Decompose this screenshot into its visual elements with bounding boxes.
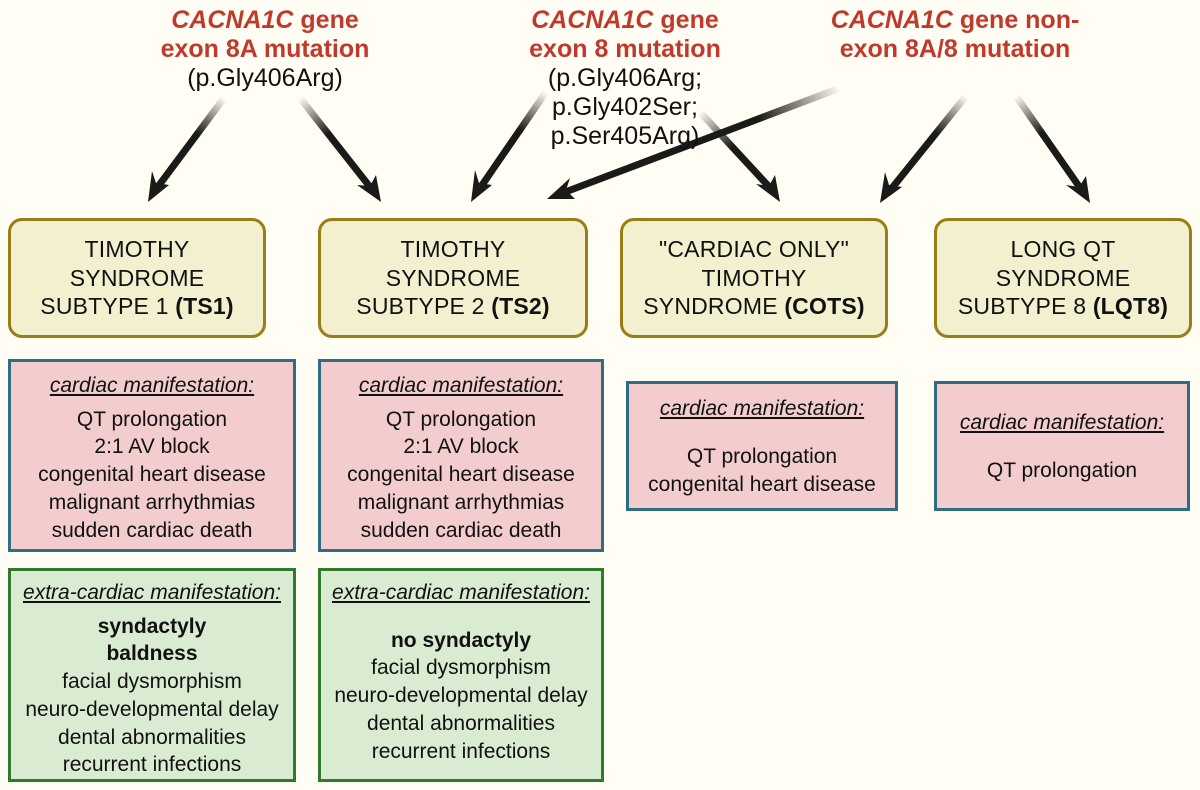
extra-cardiac-item: dental abnormalities	[58, 725, 246, 749]
syndrome-box-cots[interactable]: "CARDIAC ONLY" TIMOTHY SYNDROME (COTS)	[620, 218, 888, 338]
syndrome-line-cots-0: "CARDIAC ONLY"	[659, 235, 849, 262]
arrow-nonexon-to-cots	[880, 93, 969, 203]
extra-cardiac-item: syndactyly	[97, 614, 207, 638]
arrow-exon8a-to-ts1	[148, 95, 227, 202]
syndrome-abbrev-cots: (COTS)	[784, 293, 865, 320]
syndrome-label-ts1: TIMOTHY SYNDROME SUBTYPE 1 (TS1)	[40, 235, 233, 322]
extra-cardiac-box-ts1[interactable]: extra-cardiac manifestation: syndactyly …	[8, 568, 296, 782]
mutation-heading-exon-8: CACNA1C gene exon 8 mutation (p.Gly406Ar…	[500, 6, 750, 151]
gene-suffix-exon-8: gene	[653, 6, 719, 34]
mutation-gene-line-non-exon: CACNA1C gene non-	[820, 6, 1090, 35]
arrow-nonexon-to-lqt8	[1013, 93, 1090, 203]
extra-cardiac-item: neuro-developmental delay	[334, 684, 588, 708]
syndrome-box-ts1[interactable]: TIMOTHY SYNDROME SUBTYPE 1 (TS1)	[8, 218, 266, 338]
syndrome-line-ts1-2: SUBTYPE 1	[40, 293, 176, 320]
cardiac-items-cots: QT prolongation congenital heart disease	[635, 443, 889, 498]
syndrome-line-lqt8-2: SUBTYPE 8	[957, 293, 1093, 320]
cardiac-item: sudden cardiac death	[51, 518, 253, 542]
extra-cardiac-item: baldness	[106, 642, 198, 666]
mutation-variant-exon-8-0: (p.Gly406Arg;	[547, 64, 703, 92]
arrow-exon8a-to-ts2	[297, 95, 381, 202]
cardiac-items-ts1: QT prolongation 2:1 AV block congenital …	[17, 406, 287, 545]
extra-cardiac-box-ts2[interactable]: extra-cardiac manifestation: no syndacty…	[318, 568, 604, 782]
syndrome-box-lqt8[interactable]: LONG QT SYNDROME SUBTYPE 8 (LQT8)	[934, 218, 1192, 338]
extra-cardiac-item: neuro-developmental delay	[25, 697, 279, 721]
syndrome-line-ts1-0: TIMOTHY	[84, 235, 190, 262]
mutation-gene-line-exon-8: CACNA1C gene	[500, 6, 750, 35]
cardiac-item: congenital heart disease	[347, 463, 575, 487]
cardiac-title-cots: cardiac manifestation:	[659, 397, 865, 421]
mutation-exon-line-exon-8a: exon 8A mutation	[160, 35, 370, 63]
syndrome-label-lqt8: LONG QT SYNDROME SUBTYPE 8 (LQT8)	[958, 235, 1168, 322]
cardiac-box-ts2[interactable]: cardiac manifestation: QT prolongation 2…	[318, 359, 604, 552]
syndrome-label-ts2: TIMOTHY SYNDROME SUBTYPE 2 (TS2)	[356, 235, 549, 322]
syndrome-abbrev-lqt8: (LQT8)	[1092, 293, 1169, 320]
extra-cardiac-item: recurrent infections	[371, 739, 551, 763]
syndrome-line-ts1-1: SYNDROME	[69, 264, 205, 291]
extra-cardiac-item: dental abnormalities	[367, 711, 555, 735]
mutation-variant-exon-8a-0: (p.Gly406Arg)	[187, 64, 343, 92]
syndrome-abbrev-ts1: (TS1)	[175, 293, 234, 320]
cardiac-items-lqt8: QT prolongation	[943, 457, 1181, 485]
mutation-heading-non-exon-8a-8: CACNA1C gene non- exon 8A/8 mutation	[820, 6, 1090, 64]
gene-name-exon-8a: CACNA1C	[171, 6, 294, 34]
extra-cardiac-item: no syndactyly	[390, 628, 532, 652]
syndrome-box-ts2[interactable]: TIMOTHY SYNDROME SUBTYPE 2 (TS2)	[318, 218, 588, 338]
cardiac-item: QT prolongation	[686, 445, 838, 469]
syndrome-line-lqt8-1: SYNDROME	[995, 264, 1131, 291]
syndrome-line-ts2-0: TIMOTHY	[400, 235, 506, 262]
gene-suffix-exon-8a: gene	[293, 6, 359, 34]
mutation-exon-line-exon-8: exon 8 mutation	[529, 35, 721, 63]
cardiac-box-cots[interactable]: cardiac manifestation: QT prolongation c…	[626, 381, 898, 511]
cardiac-box-lqt8[interactable]: cardiac manifestation: QT prolongation	[934, 381, 1190, 511]
gene-name-non-exon: CACNA1C	[830, 6, 953, 34]
mutation-gene-line-exon-8a: CACNA1C gene	[140, 6, 390, 35]
cardiac-item: 2:1 AV block	[403, 435, 519, 459]
cardiac-items-ts2: QT prolongation 2:1 AV block congenital …	[327, 406, 595, 545]
cardiac-item: congenital heart disease	[38, 463, 266, 487]
gene-name-exon-8: CACNA1C	[531, 6, 654, 34]
syndrome-line-cots-1: TIMOTHY	[701, 264, 807, 291]
gene-suffix-non-exon: gene non-	[952, 6, 1080, 34]
mutation-variant-exon-8-1: p.Gly402Ser;	[552, 93, 698, 121]
cardiac-title-ts1: cardiac manifestation:	[49, 374, 255, 397]
cardiac-item: QT prolongation	[76, 407, 228, 431]
extra-cardiac-item: facial dysmorphism	[371, 656, 551, 680]
extra-cardiac-title-ts1: extra-cardiac manifestation:	[23, 581, 281, 604]
cardiac-item: malignant arrhythmias	[48, 490, 256, 514]
mutation-exon-line-non-exon: exon 8A/8 mutation	[839, 35, 1071, 63]
extra-cardiac-items-ts1: syndactyly baldness facial dysmorphism n…	[16, 613, 288, 779]
cardiac-item: 2:1 AV block	[94, 435, 210, 459]
mutation-variant-exon-8-2: p.Ser405Arg)	[550, 122, 700, 150]
cardiac-item: QT prolongation	[986, 459, 1138, 482]
syndrome-line-lqt8-0: LONG QT	[1010, 235, 1116, 262]
cardiac-item: congenital heart disease	[648, 472, 876, 496]
extra-cardiac-title-ts2: extra-cardiac manifestation:	[332, 581, 590, 604]
syndrome-abbrev-ts2: (TS2)	[491, 293, 550, 320]
cardiac-box-ts1[interactable]: cardiac manifestation: QT prolongation 2…	[8, 359, 296, 552]
syndrome-line-cots-2: SYNDROME	[643, 293, 785, 320]
cardiac-item: sudden cardiac death	[360, 518, 562, 542]
extra-cardiac-item: facial dysmorphism	[62, 670, 242, 694]
extra-cardiac-item: recurrent infections	[62, 753, 242, 777]
extra-cardiac-items-ts2: no syndactyly facial dysmorphism neuro-d…	[326, 627, 596, 766]
syndrome-line-ts2-1: SYNDROME	[385, 264, 521, 291]
syndrome-line-ts2-2: SUBTYPE 2	[356, 293, 492, 320]
syndrome-label-cots: "CARDIAC ONLY" TIMOTHY SYNDROME (COTS)	[643, 235, 865, 322]
cardiac-title-lqt8: cardiac manifestation:	[959, 411, 1165, 435]
mutation-heading-exon-8a: CACNA1C gene exon 8A mutation (p.Gly406A…	[140, 6, 390, 93]
cardiac-item: malignant arrhythmias	[357, 490, 565, 514]
cardiac-item: QT prolongation	[385, 407, 537, 431]
cardiac-title-ts2: cardiac manifestation:	[358, 374, 564, 397]
